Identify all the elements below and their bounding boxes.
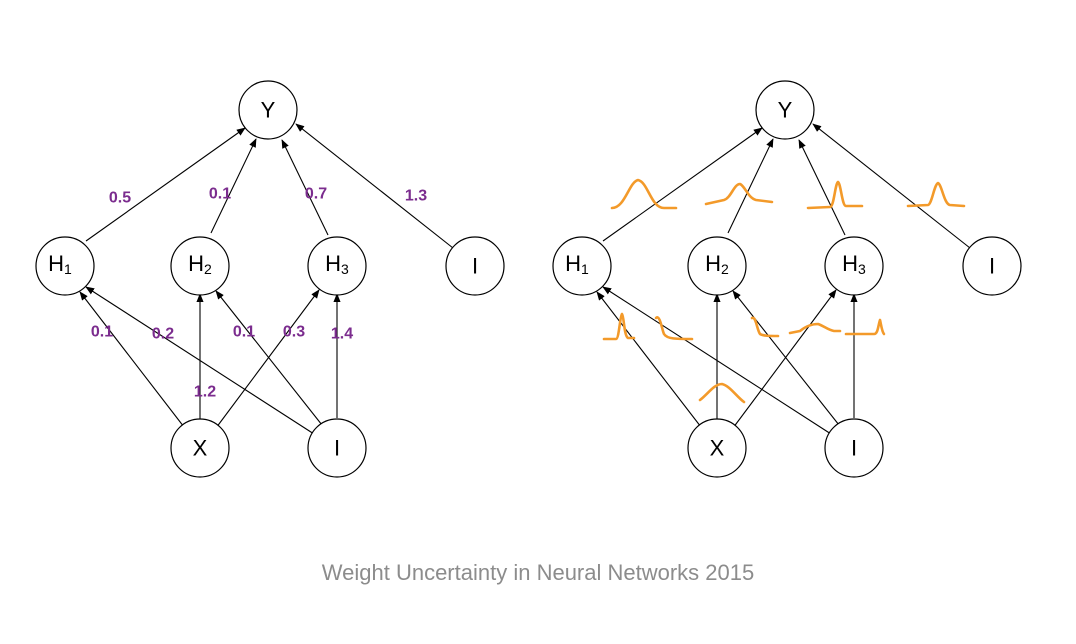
svg-text:H1: H1: [48, 251, 72, 278]
node-bias-top-right-label: I: [989, 254, 995, 279]
left-spike-icon: [750, 316, 780, 338]
edge-h3-y-right: [798, 139, 846, 236]
node-bias-bottom: I: [307, 418, 367, 478]
weight-label-x-h1: 0.1: [91, 324, 113, 341]
node-h2-label: H: [188, 251, 204, 276]
node-x: X: [170, 418, 230, 478]
node-h2-subscript: 2: [204, 261, 212, 277]
weight-label-bias-y: 1.3: [405, 188, 427, 205]
node-bias-top-right: I: [962, 236, 1022, 296]
node-x-right: X: [687, 418, 747, 478]
node-h1-right: H1: [552, 236, 612, 296]
weight-label-x-h2: 1.2: [194, 384, 216, 401]
node-y-label: Y: [261, 98, 276, 123]
edge-h1-y-right: [602, 127, 763, 242]
edge-h2-y: [210, 138, 257, 234]
edge-bias-y-right: [812, 123, 971, 249]
node-bias-bottom-label: I: [334, 436, 340, 461]
node-h3-subscript: 3: [341, 261, 349, 277]
node-h3-right-subscript: 3: [858, 261, 866, 277]
edge-bias-h2: [215, 290, 323, 426]
skewed-gaussian-icon: [704, 182, 774, 206]
edge-h2-y-right: [727, 138, 774, 234]
node-bias-bottom-right-label: I: [851, 436, 857, 461]
weight-distributions: [602, 178, 966, 404]
right-network: Y H1 H2 H3 I X: [552, 80, 1022, 478]
node-h1-label: H: [48, 251, 64, 276]
left-edges: [79, 123, 454, 435]
narrow-gaussian-icon: [806, 180, 864, 210]
edge-h3-y: [281, 139, 329, 236]
node-y-right-label: Y: [778, 98, 793, 123]
node-h1-subscript: 1: [64, 261, 72, 277]
edge-h1-y: [85, 127, 246, 242]
node-h3-right-label: H: [842, 251, 858, 276]
wide-bump-icon: [788, 322, 842, 335]
svg-text:H1: H1: [565, 251, 589, 278]
node-y: Y: [238, 80, 298, 140]
edge-x-h1: [79, 291, 185, 428]
caption: Weight Uncertainty in Neural Networks 20…: [321, 560, 755, 585]
right-nodes: Y H1 H2 H3 I X: [552, 80, 1022, 478]
weight-label-bias-h2: 0.1: [233, 324, 255, 341]
weight-label-h2-y: 0.1: [209, 186, 231, 203]
node-h3-right: H3: [824, 236, 884, 296]
sharp-peak-icon: [602, 312, 636, 341]
wide-gaussian-icon: [698, 382, 746, 404]
svg-text:H2: H2: [705, 251, 729, 278]
edge-x-h3-right: [732, 289, 837, 429]
weight-label-bias-h1: 0.2: [152, 326, 174, 343]
edge-x-h1-right: [596, 291, 702, 428]
weight-label-h1-y: 0.5: [109, 190, 131, 207]
narrow-gaussian-icon: [906, 181, 966, 208]
svg-text:H2: H2: [188, 251, 212, 278]
node-x-right-label: X: [710, 436, 725, 461]
edge-x-h3: [215, 289, 320, 429]
node-bias-top: I: [445, 236, 505, 296]
node-h1-right-label: H: [565, 251, 581, 276]
edge-bias-y: [295, 123, 454, 249]
svg-text:H3: H3: [842, 251, 866, 278]
node-h2: H2: [170, 236, 230, 296]
left-weight-labels: 0.5 0.1 0.7 1.3 0.1 0.2 0.1 0.3 1.4 1.2: [91, 186, 427, 401]
node-h2-right-subscript: 2: [721, 261, 729, 277]
node-y-right: Y: [755, 80, 815, 140]
weight-label-bias-h3: 1.4: [331, 326, 353, 343]
left-network: Y H1 H2 H3 I X: [35, 80, 505, 478]
node-x-label: X: [193, 436, 208, 461]
svg-text:H3: H3: [325, 251, 349, 278]
node-bias-bottom-right: I: [824, 418, 884, 478]
node-h3: H3: [307, 236, 367, 296]
node-h3-label: H: [325, 251, 341, 276]
left-nodes: Y H1 H2 H3 I X: [35, 80, 505, 478]
wide-gaussian-icon: [610, 178, 678, 210]
edge-bias-h2-right: [732, 290, 840, 426]
node-h1: H1: [35, 236, 95, 296]
node-bias-top-label: I: [472, 254, 478, 279]
node-h2-right: H2: [687, 236, 747, 296]
left-spike-icon: [654, 316, 694, 341]
node-h2-right-label: H: [705, 251, 721, 276]
node-h1-right-subscript: 1: [581, 261, 589, 277]
weight-label-h3-y: 0.7: [305, 186, 327, 203]
right-spike-icon: [844, 318, 886, 336]
right-edges: [596, 123, 971, 435]
weight-label-x-h3: 0.3: [283, 324, 305, 341]
